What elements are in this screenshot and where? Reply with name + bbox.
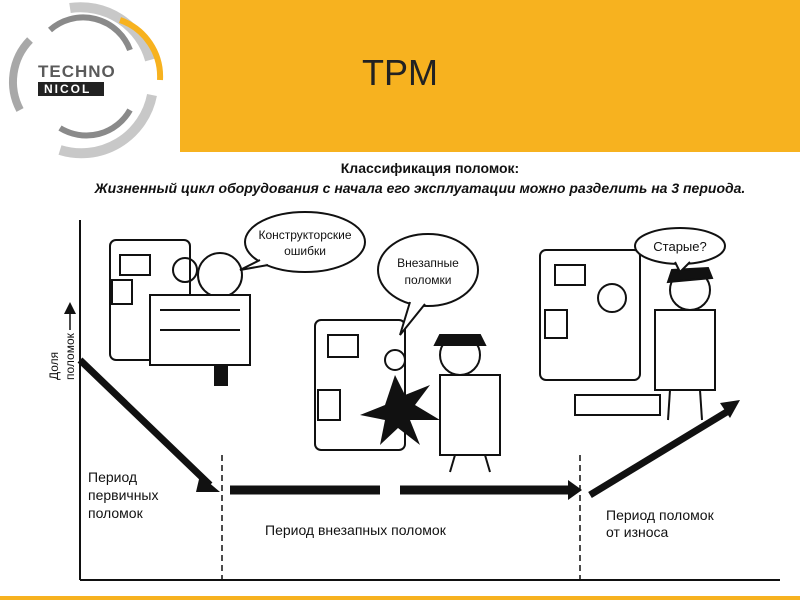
classification-heading: Классификация поломок:	[340, 160, 520, 176]
curve-descending	[77, 357, 213, 488]
lifecycle-text: Жизненный цикл оборудования с начала его…	[94, 180, 746, 196]
bubble-design-text-1: Конструкторские	[258, 228, 351, 242]
logo-text-techno: TECHNO	[38, 62, 116, 81]
axis-label-share: Доля	[47, 352, 61, 380]
curve-arrow-2	[568, 480, 582, 500]
period-first-label-3: поломок	[88, 505, 144, 521]
period-first-label-1: Период	[88, 469, 137, 485]
period-wear-label-2: от износа	[606, 524, 669, 540]
breakdown-lifecycle-diagram: Доля поломок Период первичных поломок Пе…	[47, 211, 780, 581]
period-wear-label-1: Период поломок	[606, 507, 715, 523]
bubble-old-text: Старые?	[653, 239, 706, 254]
inspector-illustration-right	[654, 266, 716, 421]
logo-text-nicol: NICOL	[44, 82, 92, 96]
bubble-old: Старые?	[634, 227, 726, 274]
worker-illustration-center	[433, 334, 501, 473]
logo-box	[38, 82, 104, 96]
bubble-design-text-2: ошибки	[284, 244, 326, 258]
worker-illustration-left	[149, 252, 251, 386]
logo-area	[0, 0, 180, 152]
bubble-sudden: Внезапные поломки	[377, 233, 479, 336]
bottom-accent-line	[0, 596, 800, 600]
curve-arrow-3	[720, 400, 740, 418]
explosion-icon	[360, 375, 440, 445]
bubble-sudden-text-1: Внезапные	[397, 256, 459, 270]
period-first-label-2: первичных	[88, 487, 159, 503]
curve-arrow-1	[196, 475, 220, 492]
slide-title: TPM	[362, 52, 438, 93]
technonicol-logo-rings	[9, 2, 164, 159]
bubble-design-errors: Конструкторские ошибки	[239, 211, 366, 273]
axis-label-breakdowns: поломок	[63, 332, 77, 380]
bubble-sudden-text-2: поломки	[405, 273, 452, 287]
machine-illustration-right	[539, 249, 661, 416]
period-sudden-label: Период внезапных поломок	[265, 522, 447, 538]
curve-ascending	[588, 407, 732, 498]
